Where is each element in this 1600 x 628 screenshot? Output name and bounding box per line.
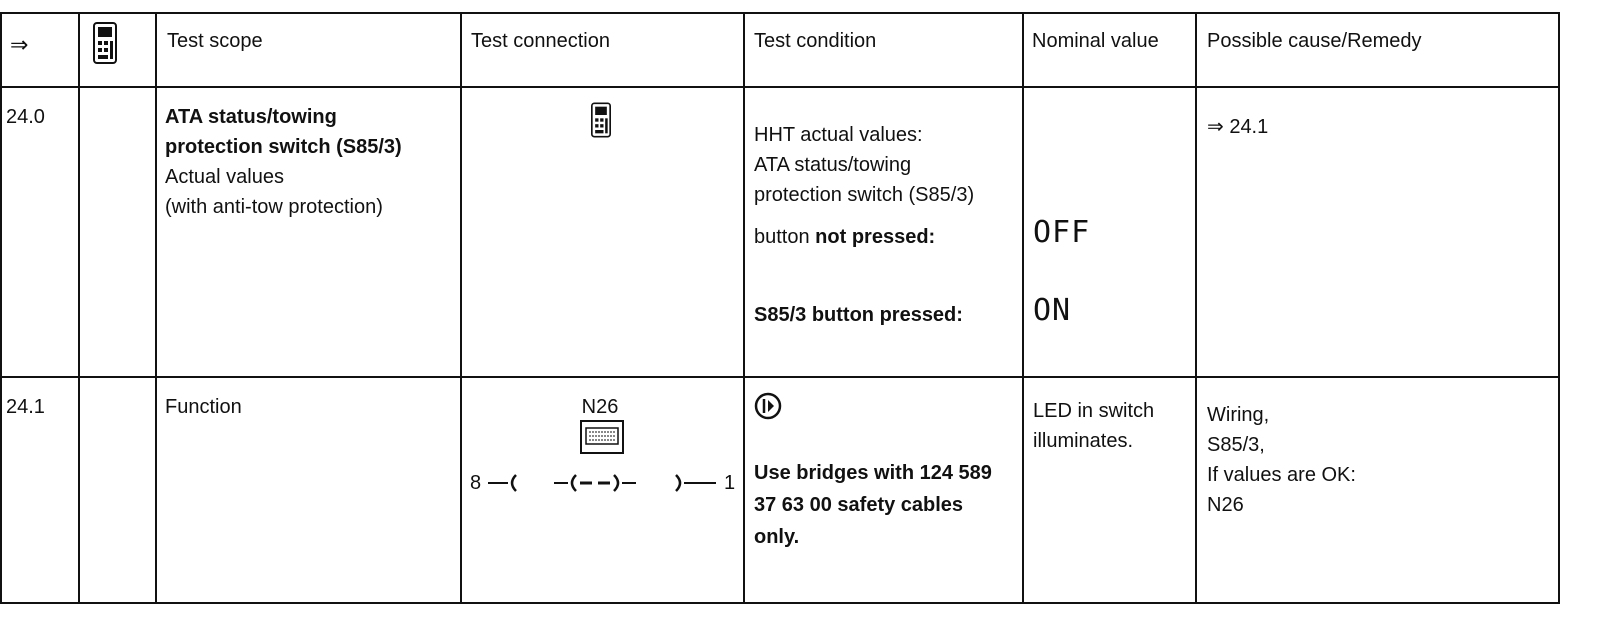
test-condition-text: button not pressed:	[754, 222, 935, 252]
column-divider	[78, 12, 80, 604]
test-condition-text: protection switch (S85/3)	[754, 184, 975, 206]
nominal-value-display: OFF	[1033, 215, 1091, 250]
row-divider	[0, 376, 1560, 378]
header-nominal-value: Nominal value	[1032, 30, 1159, 52]
column-divider	[1195, 12, 1197, 604]
column-divider	[1022, 12, 1024, 604]
test-condition-emphasis: S85/3 button pressed:	[754, 304, 963, 326]
bridge-connector-icon	[486, 470, 722, 496]
pin-number: 1	[724, 472, 736, 494]
test-scope-text: Function	[165, 396, 242, 418]
control-module-icon	[580, 420, 624, 454]
test-condition-text: button	[754, 226, 816, 248]
test-scope-text: (with anti-tow protection)	[165, 196, 383, 218]
header-arrow: ⇒	[10, 32, 29, 57]
test-condition-emphasis: not pressed:	[815, 226, 936, 248]
column-divider	[1558, 12, 1560, 604]
handheld-tester-icon	[591, 102, 611, 138]
header-test-connection: Test connection	[471, 30, 610, 52]
table-bottom-border	[0, 602, 1560, 604]
test-scope-title: ATA status/towing	[165, 106, 337, 128]
test-condition-text: HHT actual values:	[754, 124, 923, 146]
remedy-text: Wiring,	[1207, 404, 1270, 426]
handheld-tester-icon	[93, 22, 117, 64]
remedy-text: If values are OK:	[1207, 464, 1356, 486]
remedy-text: ⇒ 24.1	[1207, 116, 1269, 138]
column-divider	[0, 12, 2, 604]
module-label: N26	[581, 396, 619, 418]
header-possible-cause: Possible cause/Remedy	[1207, 30, 1422, 52]
remedy-text: S85/3,	[1207, 434, 1265, 456]
nominal-value-text: LED in switch	[1033, 400, 1155, 422]
ignition-on-icon	[754, 392, 782, 420]
pin-number: 8	[470, 472, 482, 494]
table-top-border	[0, 12, 1560, 14]
remedy-text: N26	[1207, 494, 1244, 516]
header-test-condition: Test condition	[754, 30, 877, 52]
step-number: 24.0	[6, 106, 45, 128]
column-divider	[743, 12, 745, 604]
nominal-value-display: ON	[1033, 293, 1072, 328]
test-condition-emphasis: Use bridges with 124 589	[754, 462, 992, 484]
header-bottom-border	[0, 86, 1560, 88]
test-condition-emphasis: only.	[754, 526, 800, 548]
step-number: 24.1	[6, 396, 45, 418]
header-test-scope: Test scope	[167, 30, 263, 52]
test-condition-text: ATA status/towing	[754, 154, 912, 176]
test-condition-emphasis: 37 63 00 safety cables	[754, 494, 964, 516]
column-divider	[460, 12, 462, 604]
test-scope-title: protection switch (S85/3)	[165, 136, 402, 158]
test-scope-text: Actual values	[165, 166, 284, 188]
nominal-value-text: illuminates.	[1033, 430, 1134, 452]
column-divider	[155, 12, 157, 604]
